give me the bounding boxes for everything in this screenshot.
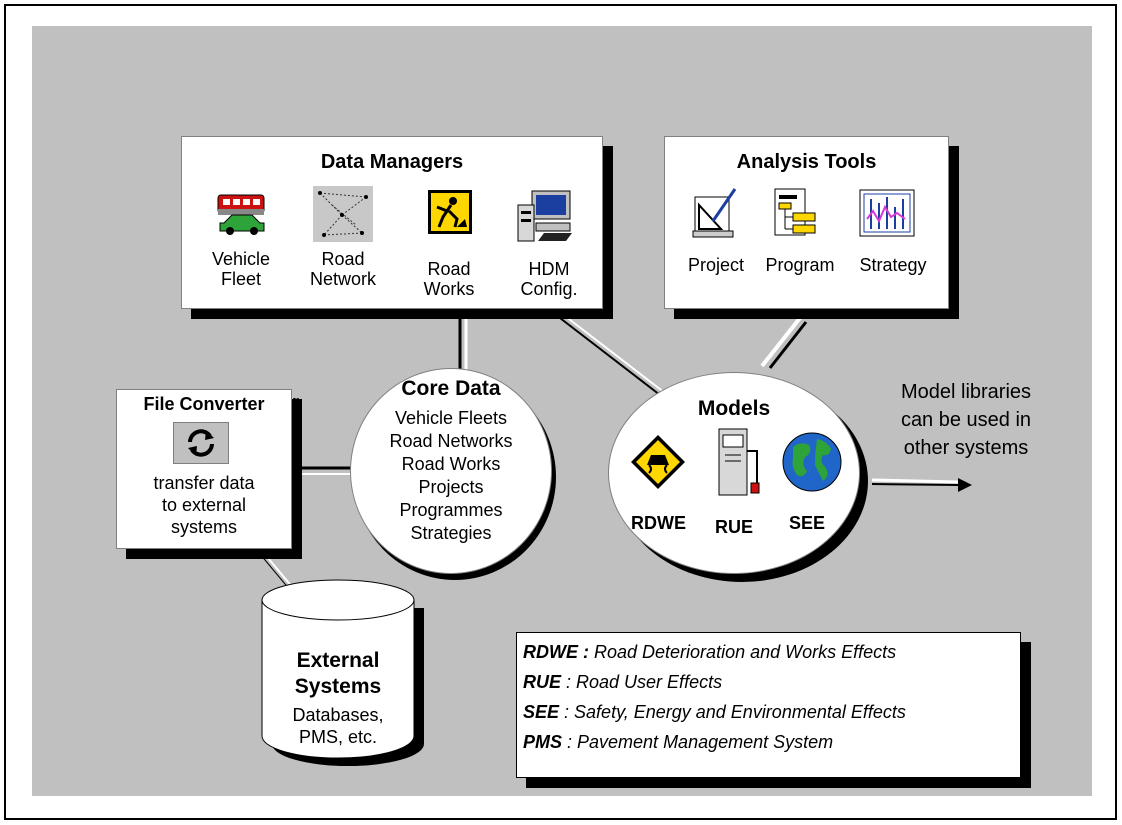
computer-config-icon bbox=[517, 190, 572, 242]
legend-item: SEE : Safety, Energy and Environmental E… bbox=[523, 702, 906, 722]
network-icon bbox=[313, 186, 373, 242]
sync-arrows-icon bbox=[188, 429, 214, 457]
project-label: Project bbox=[687, 255, 745, 275]
legend-list: RDWE : Road Deterioration and Works Effe… bbox=[523, 637, 1019, 757]
globe-icon bbox=[782, 432, 842, 492]
core-data-title: Core Data bbox=[401, 377, 501, 400]
bus-car-icon bbox=[217, 194, 265, 235]
rdwe-label: RDWE bbox=[631, 513, 686, 533]
models-circle: Models RDWE RUE SEE bbox=[608, 372, 860, 574]
project-drafting-icon bbox=[692, 188, 737, 238]
strategy-label: Strategy bbox=[859, 255, 927, 275]
file-converter-title: File Converter bbox=[143, 394, 265, 414]
strategy-graph-icon bbox=[859, 189, 915, 237]
see-label: SEE bbox=[789, 513, 826, 533]
sync-icon-frame bbox=[173, 422, 229, 464]
abbreviation-legend: RDWE : Road Deterioration and Works Effe… bbox=[516, 632, 1021, 778]
program-label: Program bbox=[765, 255, 835, 275]
external-systems-description: Databases,PMS, etc. bbox=[292, 705, 384, 747]
legend-item: RDWE : Road Deterioration and Works Effe… bbox=[523, 642, 897, 662]
roadworks-icon bbox=[428, 190, 472, 234]
analysis-tools-box: Analysis Tools Project Program Strategy bbox=[664, 136, 949, 309]
skid-sign-icon bbox=[631, 435, 685, 489]
file-converter-cut-char: r bbox=[292, 392, 300, 412]
rue-label: RUE bbox=[715, 517, 754, 537]
program-chart-icon bbox=[774, 188, 816, 236]
external-systems-cylinder bbox=[261, 579, 424, 766]
fuel-pump-icon bbox=[718, 428, 760, 496]
data-managers-title: Data Managers bbox=[320, 151, 464, 173]
legend-item: RUE : Road User Effects bbox=[523, 672, 723, 692]
models-title: Models bbox=[697, 397, 771, 420]
legend-item: PMS : Pavement Management System bbox=[523, 732, 834, 752]
analysis-tools-title: Analysis Tools bbox=[736, 151, 877, 173]
